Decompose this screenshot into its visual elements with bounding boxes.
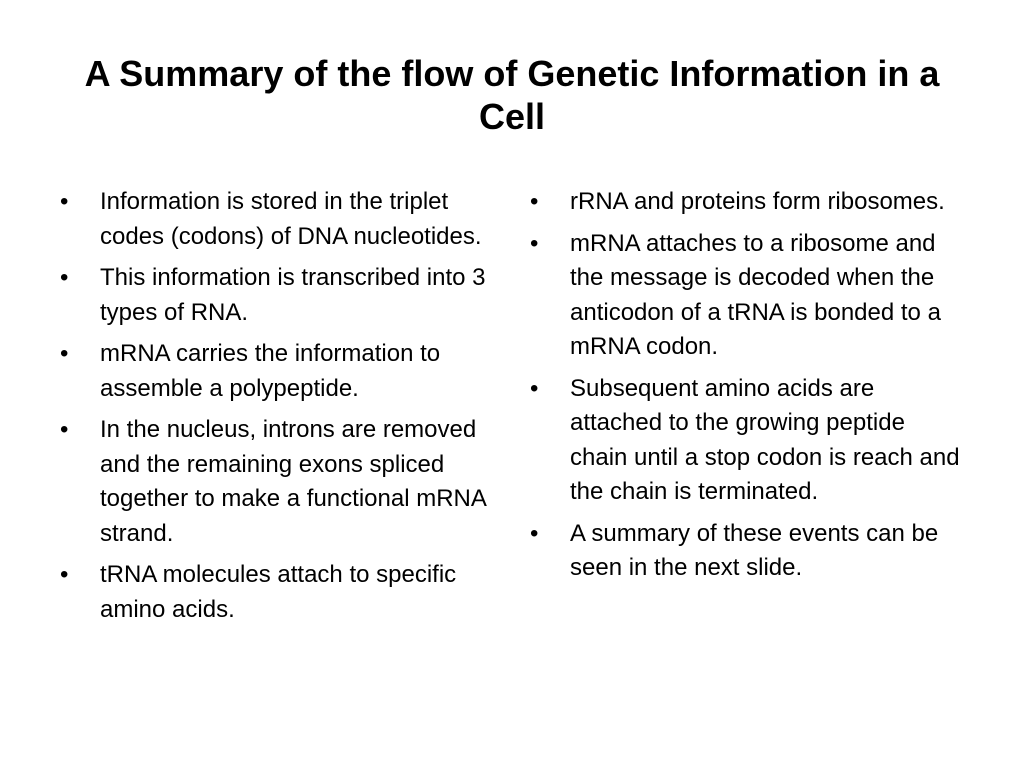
bullet-icon: • xyxy=(530,374,539,402)
bullet-text: rRNA and proteins form ribosomes. xyxy=(570,188,945,215)
bullet-item: • Subsequent amino acids are attached to … xyxy=(528,372,964,510)
bullet-text: mRNA attaches to a ribosome and the mess… xyxy=(570,229,941,361)
bullet-text: Information is stored in the triplet cod… xyxy=(100,188,482,250)
bullet-icon: • xyxy=(60,561,69,588)
bullet-icon: • xyxy=(530,229,539,257)
bullet-text: Subsequent amino acids are attached to t… xyxy=(570,374,960,506)
bullet-text: In the nucleus, introns are removed and … xyxy=(100,416,486,547)
bullet-icon: • xyxy=(60,416,69,443)
bullet-text: A summary of these events can be seen in… xyxy=(570,519,939,582)
bullet-item: • mRNA attaches to a ribosome and the mes… xyxy=(528,227,964,365)
bullet-icon: • xyxy=(60,264,69,291)
bullet-icon: • xyxy=(530,188,539,215)
bullet-text: This information is transcribed into 3 t… xyxy=(100,264,486,326)
bullet-item: • In the nucleus, introns are removed and… xyxy=(58,413,498,551)
left-bullet-list: • Information is stored in the triplet co… xyxy=(58,185,498,634)
bullet-icon: • xyxy=(60,340,69,367)
bullet-icon: • xyxy=(530,519,539,547)
right-bullet-list: • rRNA and proteins form ribosomes. • mRNA… xyxy=(528,185,964,593)
slide-title: A Summary of the flow of Genetic Informa… xyxy=(84,53,940,137)
bullet-item: • A summary of these events can be seen i… xyxy=(528,517,964,586)
bullet-item: • tRNA molecules attach to specific amino… xyxy=(58,558,498,627)
bullet-text: tRNA molecules attach to specific amino … xyxy=(100,561,457,623)
bullet-icon: • xyxy=(60,188,69,215)
bullet-item: • This information is transcribed into 3 … xyxy=(58,261,498,330)
bullet-item: • rRNA and proteins form ribosomes. xyxy=(528,185,964,220)
bullet-item: • mRNA carries the information to assembl… xyxy=(58,337,498,406)
bullet-item: • Information is stored in the triplet co… xyxy=(58,185,498,254)
bullet-text: mRNA carries the information to assemble… xyxy=(100,340,441,402)
